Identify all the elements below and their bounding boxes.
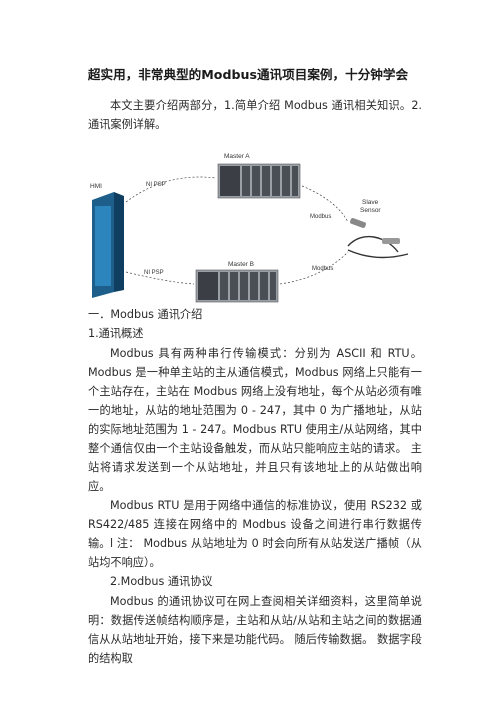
hmi-device xyxy=(92,192,124,298)
link-hmi-master-a xyxy=(125,176,217,203)
slave-label-line1: Slave xyxy=(362,199,379,206)
section-heading-1: 一．Modbus 通讯介绍 xyxy=(88,308,203,321)
master-b-device xyxy=(195,269,279,303)
paragraph-note: l 注： Modbus 从站地址为 0 时会向所有从站发送广播帧（从站均不响应）… xyxy=(88,537,422,569)
paragraph-overview: Modbus 具有两种串行传输模式：分别为 ASCII 和 RTU。Modbus… xyxy=(88,347,422,493)
ni-psp-bottom-label: NI PSP xyxy=(144,270,164,276)
link-master-a-slave xyxy=(301,185,349,223)
modbus-top-label: Modbus xyxy=(310,214,331,220)
paragraph-rtu: Modbus RTU 是用于网络中通信的标准协议，使用 RS232 或 RS42… xyxy=(88,499,422,550)
ni-psp-top-label: NI PSP xyxy=(146,182,166,188)
master-b-label: Master B xyxy=(228,261,254,268)
slave-label-line2: Sensor xyxy=(360,207,381,214)
slave-sensor-device xyxy=(347,218,409,259)
network-diagram: HMI Master A Master B xyxy=(86,142,420,304)
master-a-device xyxy=(217,163,301,199)
paragraph-protocol: Modbus 的通讯协议可在网上查阅相关详细资料，这里简单说明：数据传送帧结构顺… xyxy=(88,595,422,665)
hmi-label: HMI xyxy=(90,183,102,190)
subheading-1: 1.通讯概述 xyxy=(88,327,144,340)
intro-paragraph: 本文主要介绍两部分，1.简单介绍 Modbus 通讯相关知识。2.通讯案例详解。 xyxy=(88,99,422,131)
master-a-label: Master A xyxy=(224,153,250,160)
link-hmi-master-b xyxy=(125,271,195,285)
modbus-bottom-label: Modbus xyxy=(312,266,333,272)
subheading-2: 2.Modbus 通讯协议 xyxy=(110,575,213,588)
page-title: 超实用，非常典型的Modbus通讯项目案例，十分钟学会 xyxy=(87,67,409,82)
link-master-b-slave xyxy=(279,251,349,285)
